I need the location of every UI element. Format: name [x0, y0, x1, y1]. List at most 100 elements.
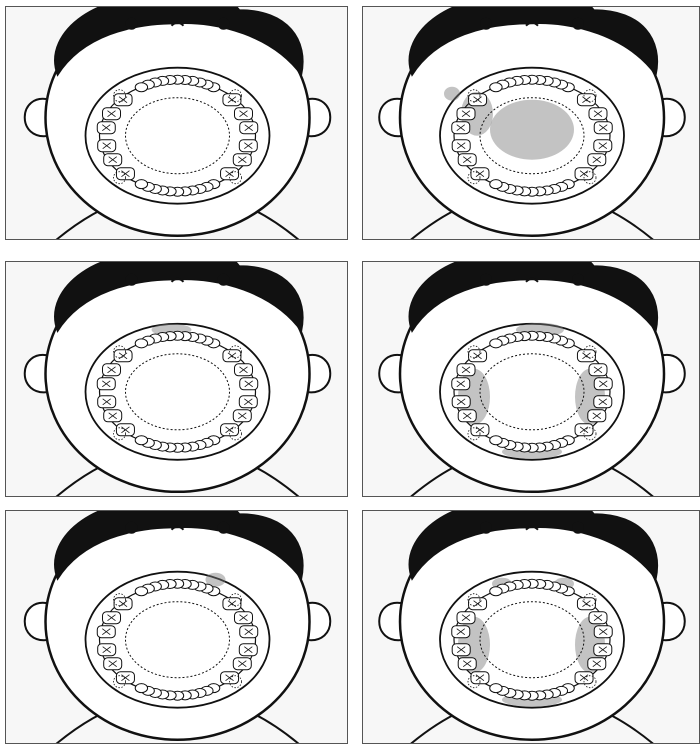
molar-tooth — [233, 410, 251, 422]
molar-tooth — [234, 108, 252, 120]
lower-tooth — [135, 684, 147, 693]
molar-tooth — [458, 154, 476, 166]
mouth-opening — [86, 572, 270, 708]
molar-tooth — [239, 396, 257, 408]
molar-tooth — [103, 612, 121, 624]
right-eye — [218, 274, 230, 286]
right-eye — [572, 18, 584, 30]
molar-tooth — [97, 378, 115, 390]
molar-tooth — [589, 612, 607, 624]
molar-tooth — [469, 94, 487, 106]
lower-tooth — [135, 436, 147, 445]
dental-chart-drawing — [6, 262, 348, 497]
right-eye — [572, 522, 584, 534]
molar-tooth — [223, 598, 241, 610]
molar-tooth — [114, 598, 132, 610]
molar-tooth — [98, 644, 116, 656]
dental-chart-panel — [362, 510, 700, 744]
dental-chart-panel — [5, 6, 348, 240]
left-eye — [480, 274, 492, 286]
molar-tooth — [114, 350, 132, 362]
right-eye — [218, 522, 230, 534]
molar-tooth — [469, 598, 487, 610]
molar-tooth — [588, 410, 606, 422]
molar-tooth — [103, 364, 121, 376]
molar-tooth — [452, 396, 470, 408]
molar-tooth — [577, 94, 595, 106]
molar-tooth — [239, 140, 257, 152]
molar-tooth — [577, 350, 595, 362]
molar-tooth — [594, 396, 612, 408]
left-eye — [480, 522, 492, 534]
lower-tooth — [135, 180, 147, 189]
lower-tooth — [490, 436, 502, 445]
dental-chart-panel — [362, 6, 700, 240]
upper-tooth — [490, 339, 502, 348]
dental-chart-drawing — [363, 7, 700, 240]
molar-tooth — [97, 626, 115, 638]
molar-tooth — [104, 410, 122, 422]
molar-tooth — [457, 108, 475, 120]
molar-tooth — [452, 140, 470, 152]
lower-tooth — [490, 684, 502, 693]
molar-tooth — [239, 644, 257, 656]
dental-chart-drawing — [363, 511, 700, 744]
left-eye — [126, 274, 138, 286]
molar-tooth — [457, 364, 475, 376]
molar-tooth — [594, 644, 612, 656]
left-eye — [126, 522, 138, 534]
lower-tooth — [490, 180, 502, 189]
right-eye — [218, 18, 230, 30]
molar-tooth — [588, 154, 606, 166]
molar-tooth — [234, 364, 252, 376]
molar-tooth — [234, 612, 252, 624]
molar-tooth — [469, 350, 487, 362]
mouth-opening — [86, 68, 270, 204]
dental-chart-drawing — [6, 511, 348, 744]
upper-tooth — [135, 339, 147, 348]
molar-tooth — [240, 122, 258, 134]
left-eye — [126, 18, 138, 30]
molar-tooth — [240, 378, 258, 390]
molar-tooth — [594, 122, 612, 134]
dental-chart-drawing — [6, 7, 348, 240]
molar-tooth — [594, 626, 612, 638]
molar-tooth — [457, 612, 475, 624]
molar-tooth — [98, 140, 116, 152]
dental-chart-panel — [5, 261, 348, 497]
molar-tooth — [223, 350, 241, 362]
plaque-stain — [444, 87, 460, 101]
molar-tooth — [594, 140, 612, 152]
molar-tooth — [240, 626, 258, 638]
dental-chart-panel — [362, 261, 700, 497]
molar-tooth — [103, 108, 121, 120]
mouth-opening — [86, 324, 270, 460]
upper-tooth — [135, 83, 147, 92]
upper-tooth — [490, 587, 502, 596]
molar-tooth — [452, 644, 470, 656]
molar-tooth — [223, 94, 241, 106]
left-eye — [480, 18, 492, 30]
molar-tooth — [458, 658, 476, 670]
molar-tooth — [594, 378, 612, 390]
molar-tooth — [588, 658, 606, 670]
molar-tooth — [458, 410, 476, 422]
molar-tooth — [97, 122, 115, 134]
molar-tooth — [233, 154, 251, 166]
molar-tooth — [452, 378, 470, 390]
plaque-stain — [490, 100, 574, 160]
molar-tooth — [233, 658, 251, 670]
molar-tooth — [104, 658, 122, 670]
upper-tooth — [490, 83, 502, 92]
molar-tooth — [104, 154, 122, 166]
right-eye — [572, 274, 584, 286]
dental-chart-drawing — [363, 262, 700, 497]
molar-tooth — [452, 122, 470, 134]
upper-tooth — [135, 587, 147, 596]
molar-tooth — [98, 396, 116, 408]
molar-tooth — [589, 364, 607, 376]
molar-tooth — [114, 94, 132, 106]
molar-tooth — [589, 108, 607, 120]
dental-chart-panel — [5, 510, 348, 744]
